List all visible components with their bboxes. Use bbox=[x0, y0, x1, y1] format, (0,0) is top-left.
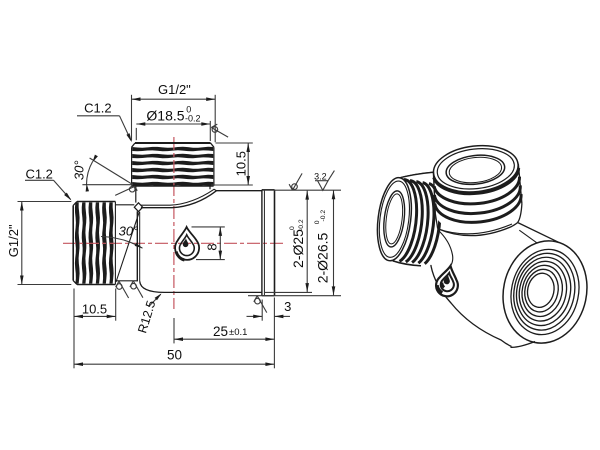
svg-text:8: 8 bbox=[204, 243, 219, 250]
svg-text:C1.2: C1.2 bbox=[84, 101, 111, 116]
svg-text:50: 50 bbox=[167, 348, 182, 363]
svg-text:3: 3 bbox=[284, 299, 291, 314]
svg-text:30°: 30° bbox=[71, 160, 86, 180]
svg-text:3.2: 3.2 bbox=[314, 171, 327, 181]
svg-text:-0.2: -0.2 bbox=[185, 114, 201, 124]
svg-text:0: 0 bbox=[186, 105, 191, 115]
svg-text:2-Ø25: 2-Ø25 bbox=[290, 229, 306, 268]
svg-text:10.5: 10.5 bbox=[82, 302, 107, 317]
svg-text:G1/2": G1/2" bbox=[6, 224, 21, 257]
svg-text:Ø18.5: Ø18.5 bbox=[146, 108, 184, 124]
svg-text:25: 25 bbox=[213, 324, 228, 339]
svg-text:-0.2: -0.2 bbox=[320, 210, 327, 222]
svg-text:C1.2: C1.2 bbox=[25, 166, 52, 181]
svg-text:-0.2: -0.2 bbox=[298, 219, 305, 231]
svg-text:G1/2": G1/2" bbox=[158, 82, 191, 97]
svg-text:±0.1: ±0.1 bbox=[229, 327, 247, 338]
svg-text:10.5: 10.5 bbox=[234, 151, 249, 176]
svg-text:2-Ø26.5: 2-Ø26.5 bbox=[315, 232, 331, 283]
svg-text:0: 0 bbox=[289, 226, 296, 230]
svg-text:30°: 30° bbox=[119, 223, 139, 238]
svg-text:0: 0 bbox=[314, 220, 321, 224]
